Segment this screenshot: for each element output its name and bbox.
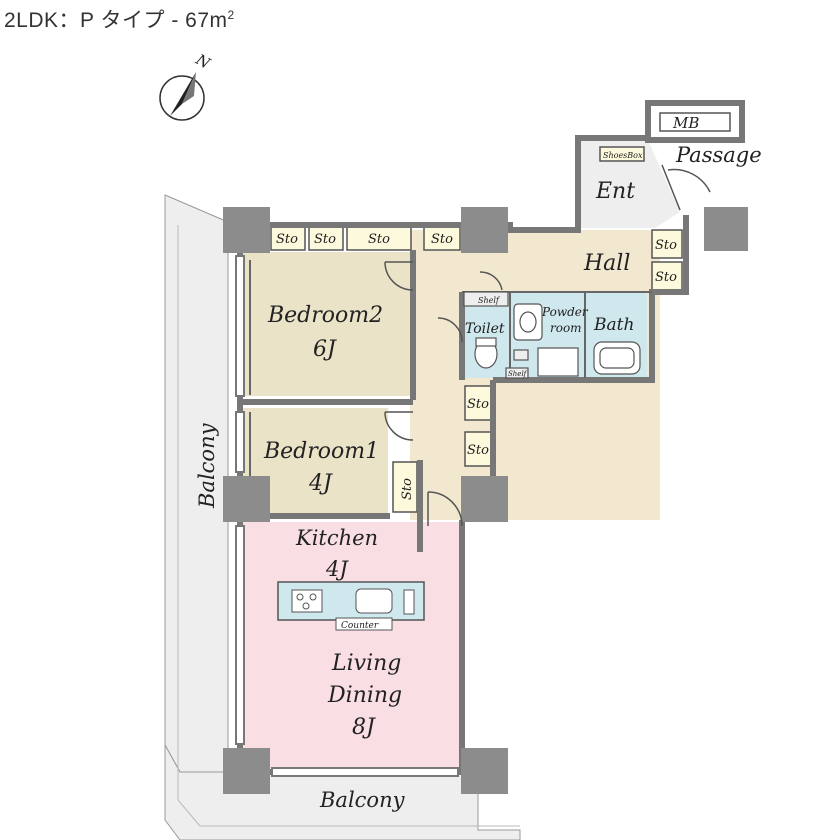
bedroom2-name: Bedroom2 [267, 303, 383, 328]
storage-unit [423, 225, 461, 251]
storage-label: Sto [655, 238, 677, 253]
storage-unit [464, 431, 494, 467]
plan-title: 2LDK：P タイプ - 67m2 [4, 4, 235, 34]
hall-east-floor [510, 230, 660, 290]
balcony-left-label: Balcony [195, 422, 219, 509]
kitchen-size: 4J [325, 557, 349, 581]
storage-label: Sto [467, 397, 489, 412]
dining-name: Dining [327, 683, 402, 708]
door-entrance [667, 168, 711, 193]
pillar [461, 748, 508, 794]
bath-name: Bath [593, 315, 634, 335]
storage-unit [464, 385, 494, 421]
shoes-box-name: ShoesBox [603, 151, 643, 160]
storage-unit [651, 229, 683, 259]
living-name: Living [331, 651, 401, 676]
compass-label: N [192, 50, 214, 73]
counter-label: Counter [341, 621, 379, 631]
living-size: 8J [352, 715, 376, 740]
storage-unit [392, 461, 418, 513]
stove-icon [291, 589, 323, 613]
storage-unit [270, 225, 306, 251]
washer-icon [537, 347, 579, 377]
bedroom1-size: 4J [308, 471, 333, 496]
storage-label: Sto [431, 232, 453, 247]
kitchen-name: Kitchen [295, 526, 378, 550]
balcony-bottom-label: Balcony [319, 788, 406, 812]
bedroom1-name: Bedroom1 [263, 439, 379, 464]
bedroom2-floor [243, 252, 413, 396]
balconies [164, 194, 521, 840]
storage-label: Sto [655, 270, 677, 285]
entrance-floor [578, 140, 680, 228]
doors [384, 164, 711, 527]
compass-arrow-icon [170, 72, 196, 116]
storage-unit [346, 225, 412, 251]
pillar [461, 476, 508, 522]
plan-title-superscript: 2 [227, 8, 235, 22]
pillar [704, 207, 748, 251]
door-bedroom1 [384, 411, 414, 441]
ldk-floor [243, 522, 461, 768]
door-bedroom2 [384, 261, 414, 291]
passage-name: Passage [675, 143, 762, 167]
pillar [223, 207, 270, 253]
windows [235, 255, 459, 777]
pillars [223, 207, 748, 794]
storage-label: Sto [314, 232, 336, 247]
room-floors [243, 140, 680, 768]
storage-label: Sto [368, 232, 390, 247]
entrance-name: Ent [595, 179, 635, 204]
shelf-box [463, 291, 509, 307]
powder-room-name1: Powder [541, 305, 589, 319]
fridge-icon [403, 589, 415, 615]
toilet-shelf [505, 367, 529, 379]
door-toilet [437, 317, 463, 343]
kitchen-counter [277, 581, 425, 631]
shelf-label: Shelf [478, 296, 501, 305]
sink-icon [355, 588, 393, 614]
pillar [223, 476, 270, 522]
shelf-label: Shelf [508, 370, 528, 378]
compass [159, 72, 205, 121]
hall-name: Hall [583, 251, 630, 276]
meter-box [645, 100, 745, 143]
plan-title-text: 2LDK：P タイプ - 67m [4, 9, 228, 32]
door-hall [479, 271, 503, 291]
storage-label: Sto [276, 232, 298, 247]
storage-label: Sto [400, 478, 415, 500]
door-ldk [427, 491, 463, 527]
labels: N Bedroom2 6J Bedroom1 4J Kitchen 4J Liv… [192, 50, 762, 812]
meter-box-name: MB [672, 114, 699, 132]
bedroom2-size: 6J [313, 337, 337, 362]
storage-label: Sto [467, 443, 489, 458]
pillar [223, 748, 270, 794]
shoes-box-unit [599, 146, 645, 162]
pillar [461, 207, 508, 253]
toilet-name: Toilet [465, 321, 505, 337]
powder-room-name2: room [550, 321, 582, 335]
storage-units [270, 146, 683, 513]
wet-fixtures [463, 291, 641, 379]
storage-unit [308, 225, 344, 251]
